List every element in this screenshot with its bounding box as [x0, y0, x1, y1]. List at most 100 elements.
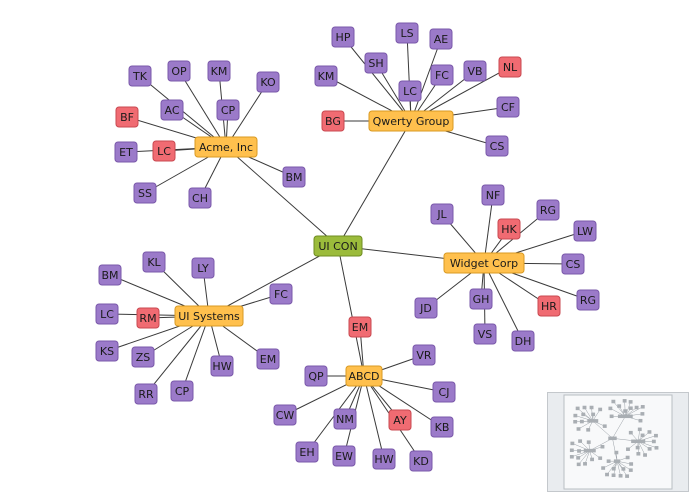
node-box [364, 52, 388, 74]
minimap-node [640, 412, 645, 416]
node-box [321, 110, 345, 132]
node-label: OP [171, 65, 187, 78]
minimap-node [631, 439, 646, 444]
node-box [332, 445, 356, 467]
overview-minimap[interactable] [547, 392, 689, 492]
person-node-a_ko[interactable]: KO [256, 71, 280, 93]
edge-uisys-u_rr [145, 315, 210, 395]
node-box [331, 26, 355, 48]
person-node-w_rg2[interactable]: RG [576, 289, 600, 311]
person-node-w_lw[interactable]: LW [573, 220, 597, 242]
person-node-q_cs[interactable]: CS [485, 135, 509, 157]
person-node-w_gh[interactable]: GH [469, 288, 493, 310]
person-node-a_et[interactable]: ET [114, 141, 138, 163]
minimap-node [651, 439, 656, 444]
person-node-b_ay[interactable]: AY [388, 409, 412, 431]
person-node-q_km[interactable]: KM [314, 65, 338, 87]
minimap-node [623, 409, 628, 413]
person-node-u_hw[interactable]: HW [210, 355, 234, 377]
node-label: NM [336, 413, 354, 426]
group-node-widget[interactable]: Widget Corp [443, 252, 525, 274]
node-box [372, 448, 396, 470]
minimap-node [576, 456, 581, 460]
person-node-q_cf[interactable]: CF [496, 96, 520, 118]
person-node-w_rg[interactable]: RG [536, 199, 560, 221]
person-node-u_ks[interactable]: KS [95, 340, 119, 362]
person-node-b_vr[interactable]: VR [412, 344, 436, 366]
person-node-w_jd[interactable]: JD [414, 297, 438, 319]
minimap-node [598, 407, 603, 412]
person-node-a_bf[interactable]: BF [115, 106, 139, 128]
group-node-qwerty[interactable]: Qwerty Group [368, 110, 454, 132]
person-node-b_eh[interactable]: EH [295, 441, 319, 463]
person-node-b_qp[interactable]: QP [304, 365, 328, 387]
group-node-acme[interactable]: Acme, Inc [194, 136, 258, 158]
node-label: EH [299, 446, 314, 459]
person-node-w_vs[interactable]: VS [473, 323, 497, 345]
root-node[interactable]: UI CON [313, 235, 363, 257]
person-node-a_ss[interactable]: SS [133, 182, 157, 204]
node-label: ABCD [348, 370, 379, 383]
person-node-q_fc[interactable]: FC [430, 64, 454, 86]
person-node-a_ac[interactable]: AC [160, 99, 184, 121]
person-node-w_cs[interactable]: CS [561, 253, 585, 275]
person-node-a_km[interactable]: KM [207, 60, 231, 82]
minimap-edge [577, 408, 593, 422]
person-node-w_jl[interactable]: JL [430, 203, 454, 225]
node-label: AY [393, 414, 407, 427]
person-node-u_ly[interactable]: LY [191, 257, 215, 279]
person-node-a_bm[interactable]: BM [282, 166, 306, 188]
person-node-b_ew[interactable]: EW [332, 445, 356, 467]
node-label: LW [577, 225, 593, 238]
person-node-q_vb[interactable]: VB [463, 60, 487, 82]
node-label: VB [467, 65, 482, 78]
person-node-q_bg[interactable]: BG [321, 110, 345, 132]
person-node-w_dh[interactable]: DH [511, 330, 535, 352]
person-node-u_rr[interactable]: RR [134, 383, 158, 405]
minimap-node [622, 399, 627, 403]
person-node-w_nf[interactable]: NF [481, 184, 505, 206]
person-node-a_tk[interactable]: TK [128, 65, 152, 87]
person-node-b_cj[interactable]: CJ [432, 381, 456, 403]
person-node-q_lc[interactable]: LC [398, 80, 422, 102]
person-node-u_zs[interactable]: ZS [131, 346, 155, 368]
node-box [573, 220, 597, 242]
person-node-b_em[interactable]: EM [348, 316, 372, 338]
person-node-w_hr[interactable]: HR [537, 295, 561, 317]
person-node-b_kd[interactable]: KD [409, 450, 433, 472]
person-node-u_bm[interactable]: BM [98, 264, 122, 286]
minimap-node [625, 455, 630, 460]
node-label: RM [139, 312, 156, 325]
edge-qwerty-q_hp [342, 36, 412, 122]
node-label: SS [138, 187, 152, 200]
group-node-uisys[interactable]: UI Systems [174, 305, 244, 327]
node-box [160, 99, 184, 121]
person-node-b_kb[interactable]: KB [430, 416, 454, 438]
person-node-a_lc[interactable]: LC [152, 140, 176, 162]
person-node-a_cp[interactable]: CP [216, 99, 240, 121]
person-node-u_kl[interactable]: KL [142, 251, 166, 273]
person-node-b_hw[interactable]: HW [372, 448, 396, 470]
minimap-edge [578, 450, 590, 465]
person-node-w_hk[interactable]: HK [497, 218, 521, 240]
node-label: TK [132, 70, 148, 83]
minimap-node [590, 457, 595, 462]
person-node-a_ch[interactable]: CH [188, 187, 212, 209]
person-node-u_lc[interactable]: LC [95, 303, 119, 325]
person-node-u_cp[interactable]: CP [170, 380, 194, 402]
person-node-a_op[interactable]: OP [167, 60, 191, 82]
person-node-b_cw[interactable]: CW [273, 404, 297, 426]
person-node-q_hp[interactable]: HP [331, 26, 355, 48]
group-node-abcd[interactable]: ABCD [345, 365, 383, 387]
person-node-q_sh[interactable]: SH [364, 52, 388, 74]
person-node-u_em[interactable]: EM [256, 348, 280, 370]
person-node-q_nl[interactable]: NL [498, 56, 522, 78]
person-node-u_fc[interactable]: FC [269, 283, 293, 305]
person-node-q_ls[interactable]: LS [395, 22, 419, 44]
person-node-q_ae[interactable]: AE [429, 28, 453, 50]
person-node-b_nm[interactable]: NM [333, 408, 357, 430]
minimap-edge [637, 441, 646, 456]
node-box [511, 330, 535, 352]
person-node-u_rm[interactable]: RM [136, 307, 160, 329]
